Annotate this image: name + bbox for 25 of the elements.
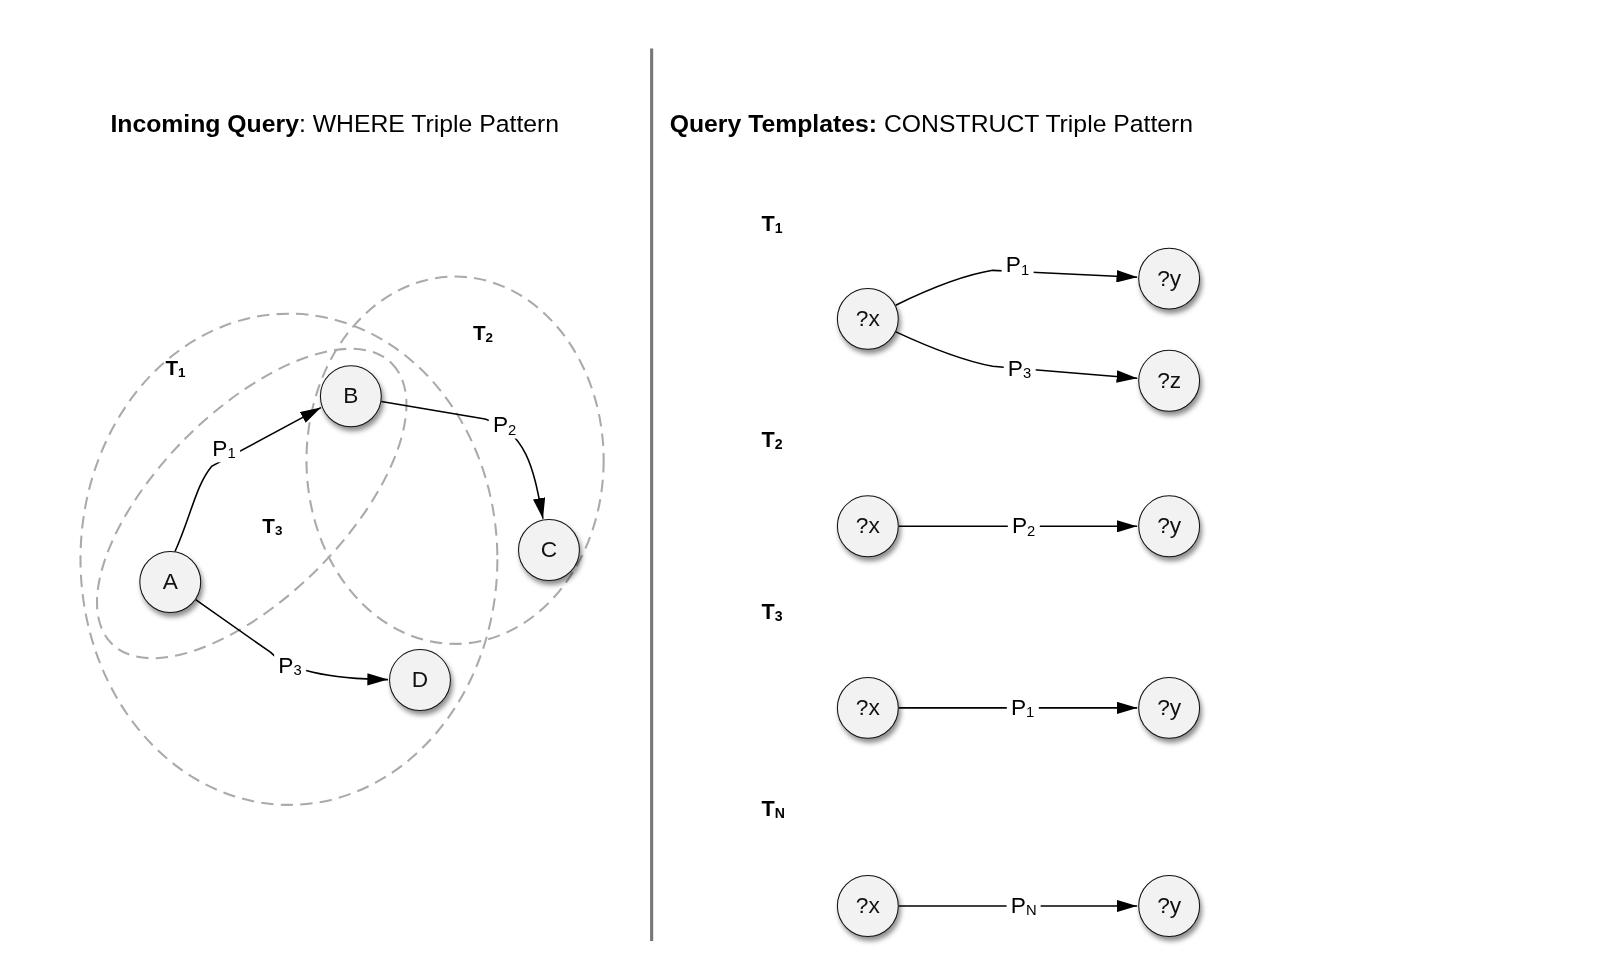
heading: Incoming Query: WHERE Triple Pattern xyxy=(110,109,560,139)
node-circle: A xyxy=(139,551,202,613)
node-circle: D xyxy=(389,649,451,711)
template-label: T$_{1}$ xyxy=(761,211,783,237)
ellipse-label: T$_{2}$ xyxy=(472,321,493,346)
node-circle: B xyxy=(319,365,382,428)
template-label: T$_{3}$ xyxy=(761,599,783,625)
node-circle: ?y xyxy=(1138,676,1201,739)
node-circle: ?y xyxy=(1138,247,1201,310)
arrow xyxy=(174,406,322,553)
node-circle: ?y xyxy=(1138,495,1201,558)
arrow xyxy=(898,520,1138,533)
node-circle: ?x xyxy=(836,676,899,739)
ellipse-label: T$_{1}$ xyxy=(165,356,186,381)
arrow xyxy=(898,701,1138,715)
node-circle: ?x xyxy=(836,287,899,350)
template-label: T$_{2}$ xyxy=(761,427,783,452)
node-circle: ?y xyxy=(1138,875,1201,937)
node-circle: ?x xyxy=(836,875,899,937)
heading: Query Templates: CONSTRUCT Triple Pattern xyxy=(669,109,1194,139)
ellipse-label: T$_{3}$ xyxy=(262,514,283,539)
node-circle: C xyxy=(518,519,580,581)
template-label: T$_{N}$ xyxy=(761,796,785,822)
node-circle: ?z xyxy=(1138,349,1201,412)
node-circle: ?x xyxy=(836,495,899,558)
